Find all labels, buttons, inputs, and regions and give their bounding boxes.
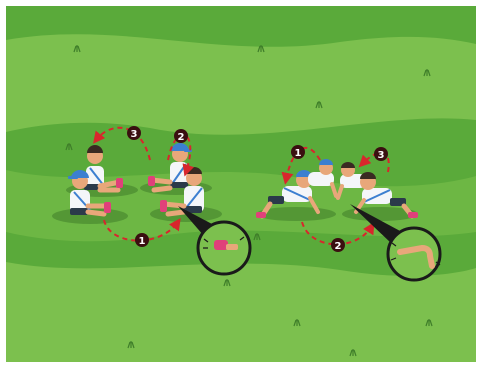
step-marker-label: 1 <box>139 236 146 247</box>
step-marker-label: 3 <box>131 129 138 140</box>
step-marker-label: 3 <box>378 150 385 161</box>
step-marker: 2 <box>331 238 345 252</box>
step-marker-label: 2 <box>335 241 342 252</box>
step-marker: 3 <box>374 147 388 161</box>
step-marker: 1 <box>291 145 305 159</box>
step-marker: 1 <box>135 233 149 247</box>
step-marker-label: 2 <box>178 132 185 143</box>
step-marker-label: 1 <box>295 148 302 159</box>
step-marker: 3 <box>127 126 141 140</box>
step-marker: 2 <box>174 129 188 143</box>
